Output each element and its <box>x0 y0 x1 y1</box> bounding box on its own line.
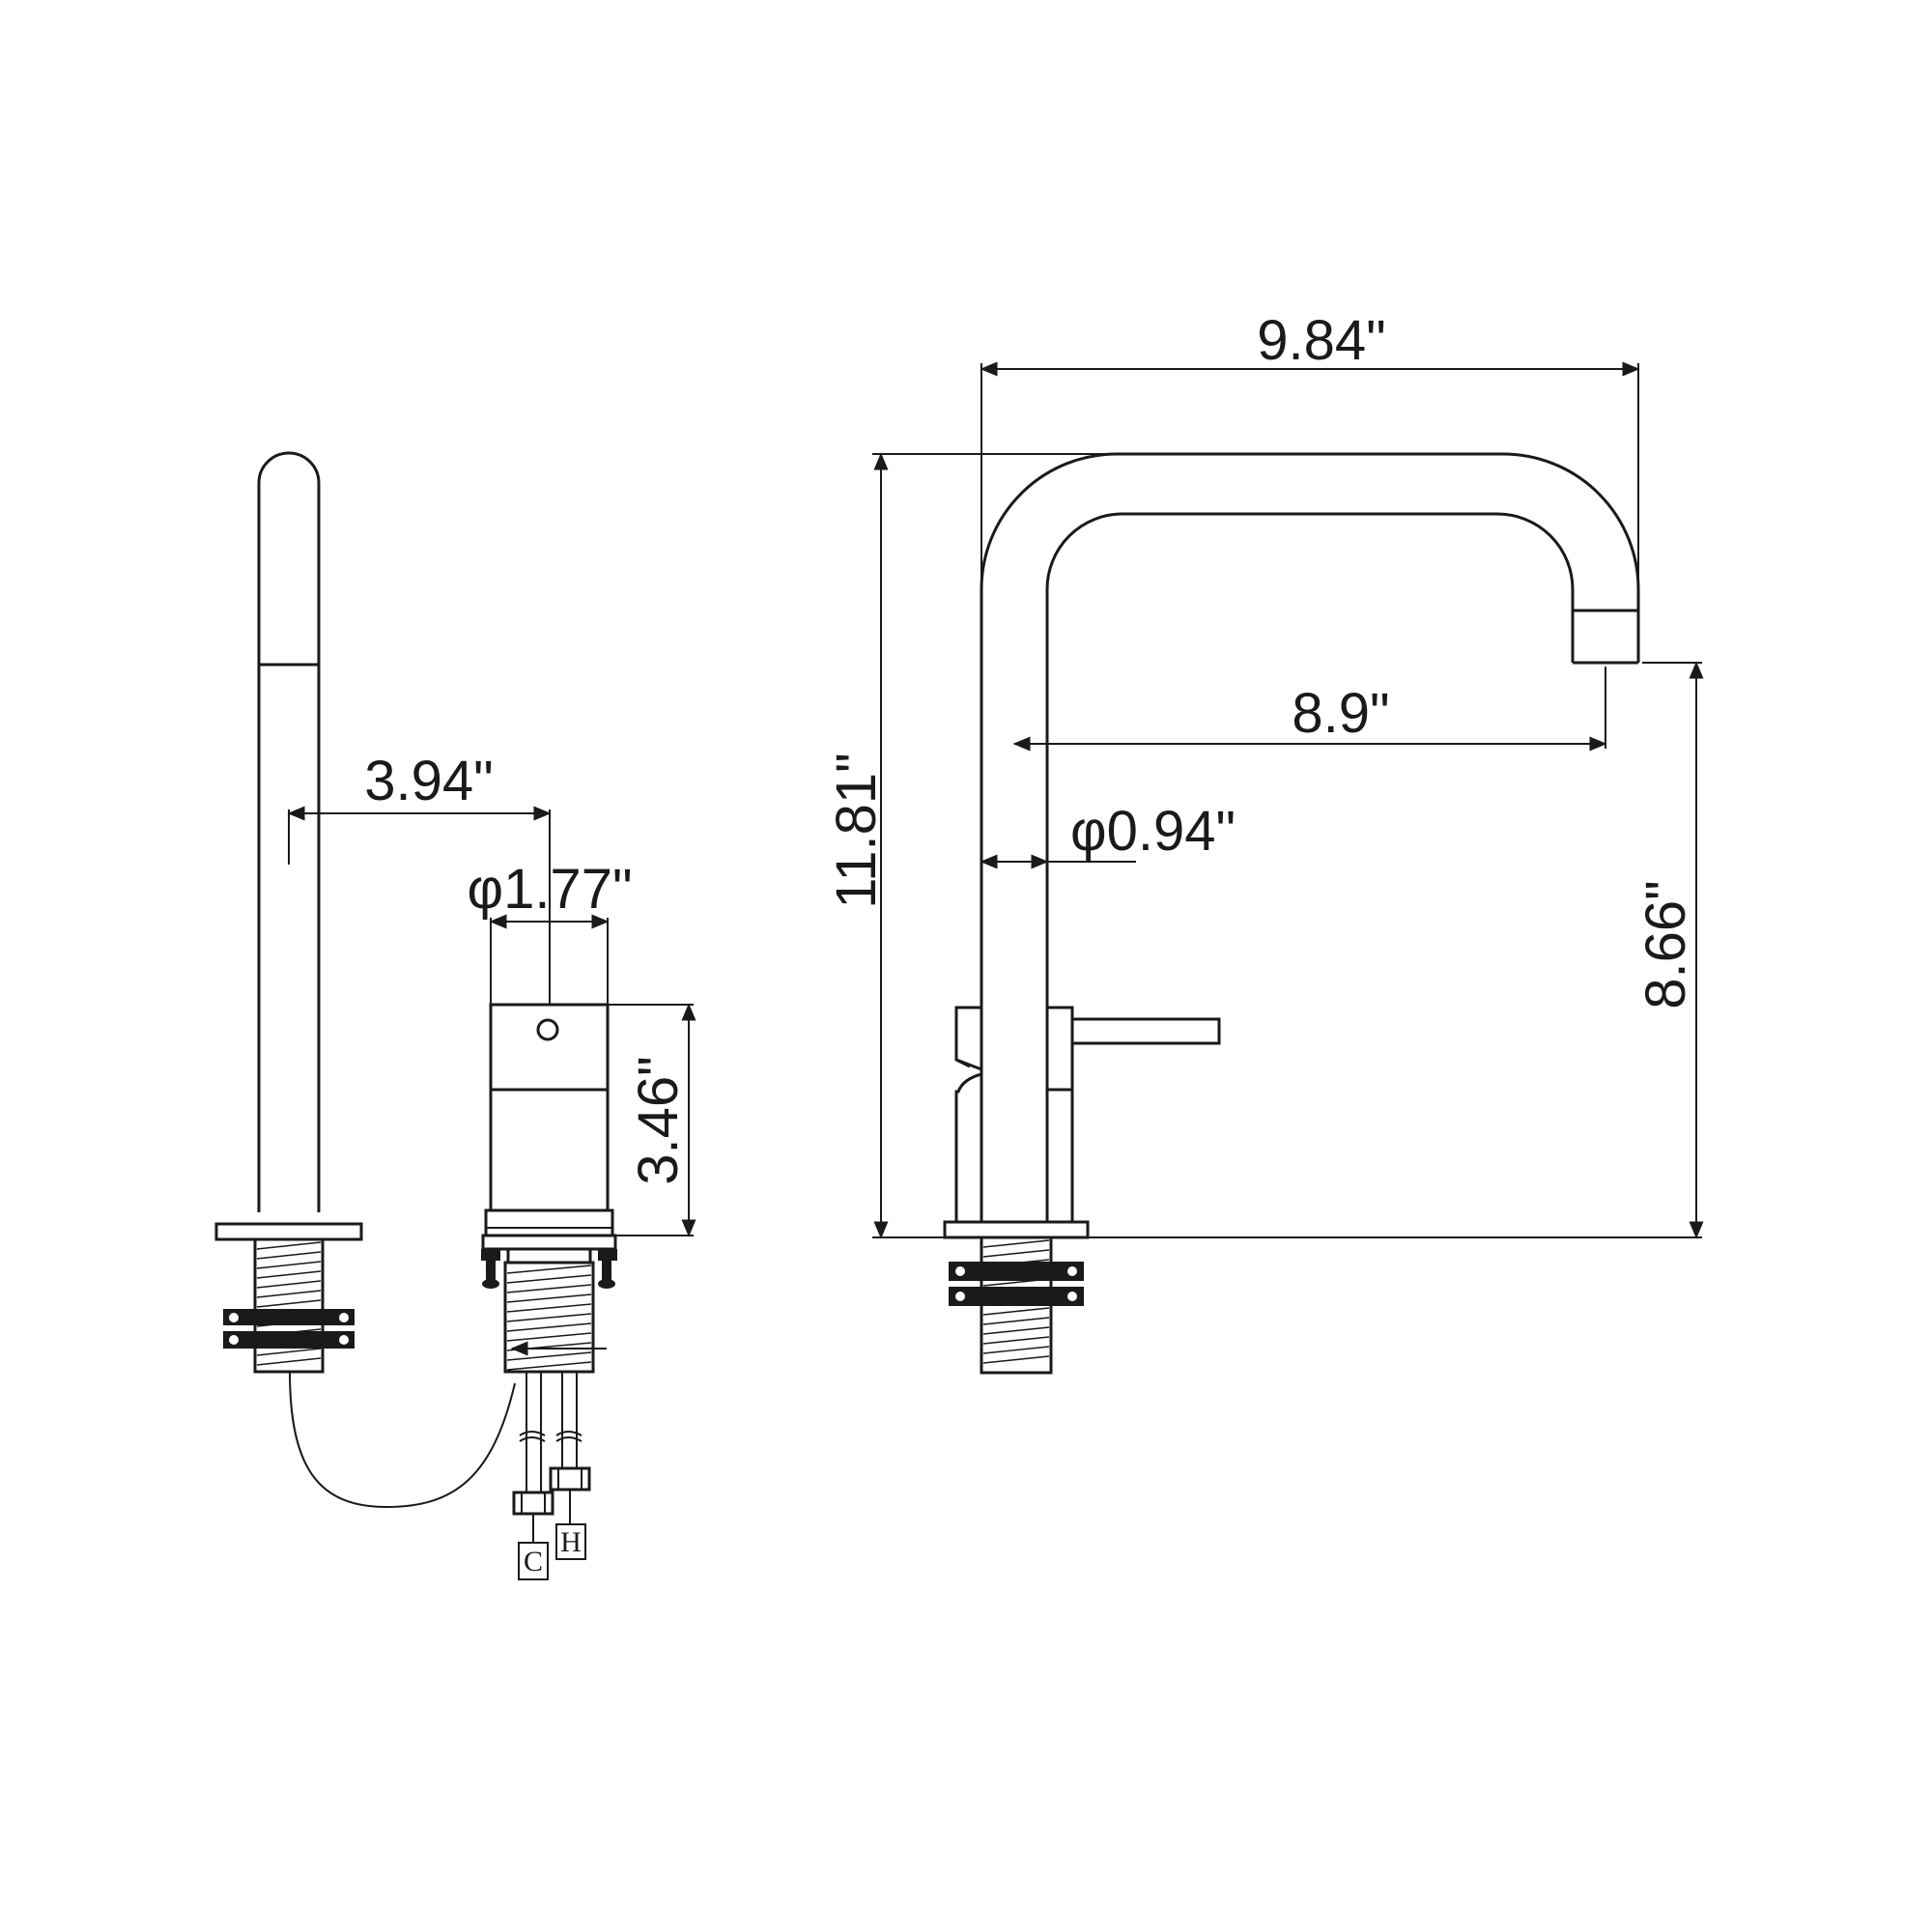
spout-reach-inner-label: 8.9" <box>1292 682 1389 745</box>
deck-plate <box>943 1220 1090 1239</box>
connection-hose <box>289 1371 516 1509</box>
spout-side-nut-upper <box>223 1309 355 1325</box>
handle-set-screw <box>536 1018 559 1041</box>
valve-threads <box>506 1264 592 1371</box>
hot-tag: H <box>555 1523 586 1560</box>
center-spacing-label: 3.94" <box>364 750 493 812</box>
hot-tag-label: H <box>560 1526 582 1558</box>
center-spacing-dimension: 3.94" <box>287 750 552 1005</box>
front-nut-upper <box>949 1262 1084 1281</box>
cold-tag: C <box>518 1542 549 1580</box>
spout-reach-outer-dimension: 9.84" <box>980 309 1640 589</box>
handle-diameter-dimension: φ1.77" <box>467 858 633 1005</box>
handle-height-label: 3.46" <box>627 1056 690 1184</box>
spout-reach-inner-dimension: 8.9" <box>1012 667 1607 752</box>
outlet-height-dimension: 8.66" <box>1088 661 1704 1239</box>
faucet-front-view <box>943 452 1640 1375</box>
cold-supply-fitting <box>512 1491 554 1516</box>
handle-valve-view: C H <box>481 1003 617 1580</box>
front-nut-lower <box>949 1287 1084 1306</box>
cold-tag-label: C <box>524 1546 543 1577</box>
spout-side-view <box>214 451 516 1509</box>
handle-diameter-label: φ1.77" <box>467 858 632 921</box>
tube-diameter-label: φ0.94" <box>1070 800 1236 863</box>
supply-lines <box>512 1372 591 1543</box>
handle-body <box>489 1088 610 1212</box>
tube-diameter-dimension: φ0.94" <box>980 800 1236 869</box>
handle-cap <box>489 1003 610 1092</box>
gooseneck-spout <box>980 452 1640 1222</box>
right-valve-housing <box>1045 1006 1074 1222</box>
hot-supply-fitting <box>549 1466 591 1492</box>
total-height-label: 11.81" <box>825 753 888 908</box>
handle-height-dimension: 3.46" <box>608 1003 696 1237</box>
spout-reach-outer-label: 9.84" <box>1257 309 1385 372</box>
spout-side-nut-lower <box>223 1331 355 1349</box>
outlet-height-label: 8.66" <box>1634 880 1697 1009</box>
total-height-dimension: 11.81" <box>825 452 1117 1239</box>
left-valve-housing <box>954 1006 982 1222</box>
lever-handle <box>1070 1017 1221 1045</box>
